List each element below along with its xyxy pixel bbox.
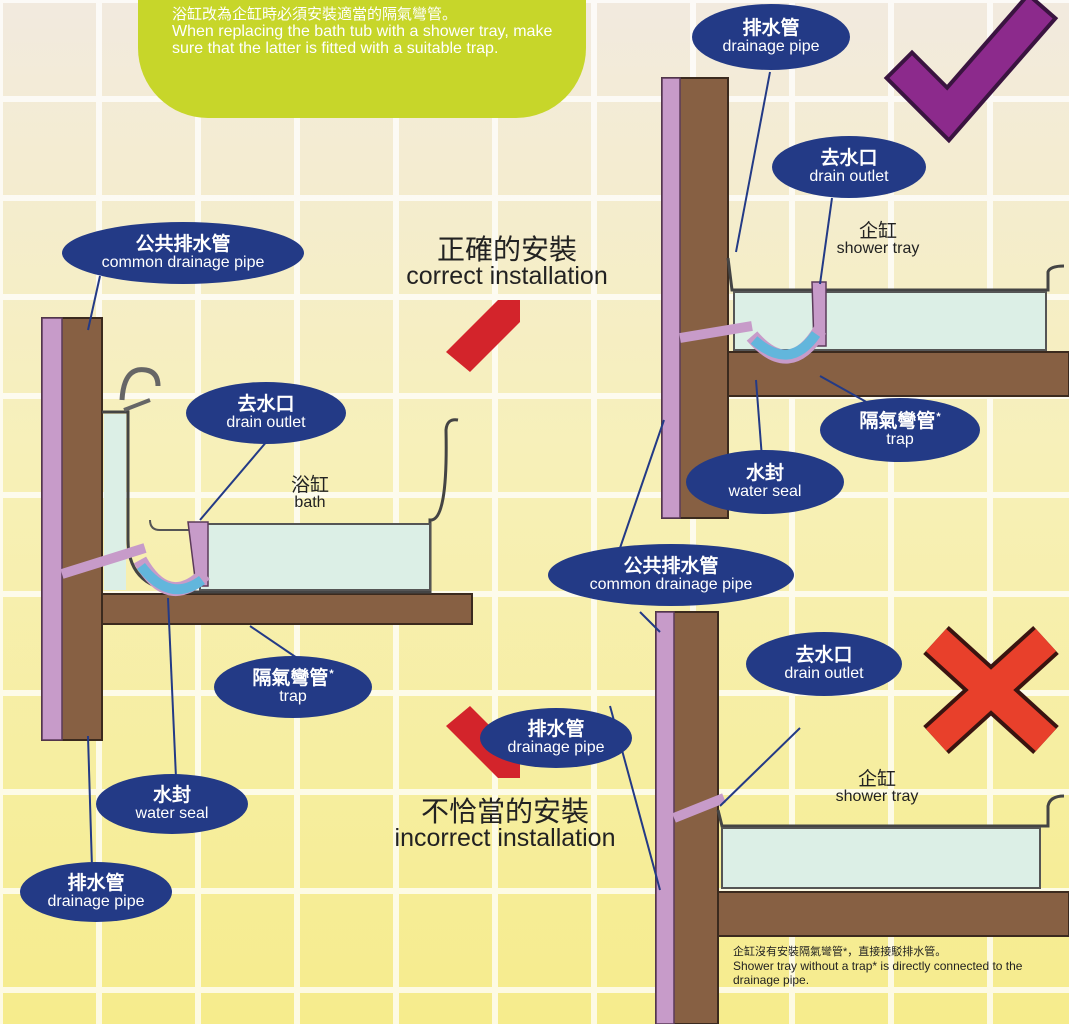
- incorrect-diagram: [655, 611, 1069, 1024]
- label-drainage-pipe-bottom: 排水管 drainage pipe: [480, 708, 632, 768]
- label-drainage-pipe-top: 排水管 drainage pipe: [692, 4, 850, 70]
- label-drain-outlet-bottom: 去水口 drain outlet: [746, 632, 902, 696]
- floor-slab-left: [101, 593, 473, 625]
- incorrect-installation-title: 不恰當的安裝 incorrect installation: [394, 796, 616, 852]
- label-drain-outlet-left: 去水口 drain outlet: [186, 382, 346, 444]
- label-shower-tray-top: 企缸 shower tray: [836, 221, 920, 257]
- label-water-seal-left: 水封 water seal: [96, 774, 248, 834]
- correct-installation-title: 正確的安裝 correct installation: [406, 234, 608, 290]
- floor-slab-bottom: [717, 891, 1069, 937]
- label-bath: 浴缸 bath: [290, 475, 329, 511]
- bath-tub: [199, 523, 431, 591]
- top-note-en: When replacing the bath tub with a showe…: [172, 23, 553, 57]
- label-common-drainage-pipe-mid: 公共排水管 common drainage pipe: [548, 544, 794, 606]
- label-water-seal-top: 水封 water seal: [686, 450, 844, 514]
- bath-diagram: [41, 317, 473, 741]
- correct-diagram: [661, 77, 1069, 519]
- label-shower-tray-bottom: 企缸 shower tray: [835, 769, 919, 805]
- label-trap-left: 隔氣彎管* trap: [214, 656, 372, 718]
- label-trap-top: 隔氣彎管* trap: [820, 398, 980, 462]
- leader-lines: [87, 71, 871, 891]
- top-note: 浴缸改為企缸時必須安裝適當的隔氣彎管。 When replacing the b…: [138, 0, 586, 118]
- label-common-drainage-pipe-left: 公共排水管 common drainage pipe: [62, 222, 304, 284]
- bottom-note: 企缸沒有安裝隔氣彎管*，直接接駁排水管。 Shower tray without…: [733, 946, 1023, 987]
- common-drainage-pipe-left: [41, 317, 63, 741]
- label-drainage-pipe-left: 排水管 drainage pipe: [20, 862, 172, 922]
- arrow-up-right-icon: [446, 300, 520, 372]
- top-note-zh: 浴缸改為企缸時必須安裝適當的隔氣彎管。: [172, 6, 458, 23]
- label-drain-outlet-top: 去水口 drain outlet: [772, 136, 926, 198]
- cross-mark-icon: [923, 625, 1059, 755]
